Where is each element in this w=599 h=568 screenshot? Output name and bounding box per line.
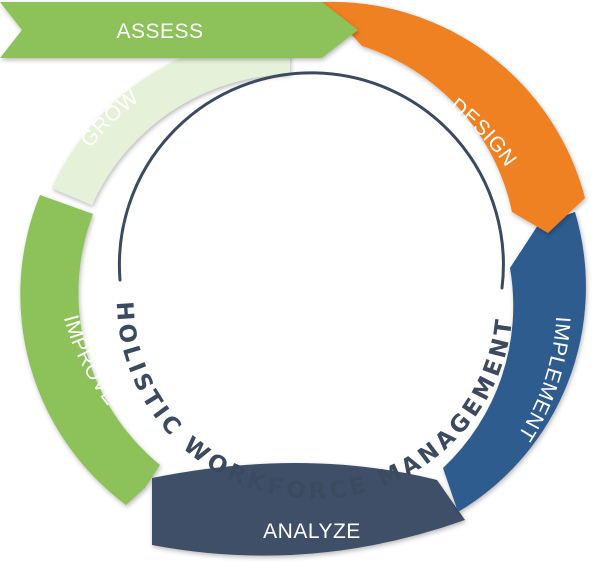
stage-implement-segment[interactable]	[443, 212, 586, 512]
stage-analyze-segment[interactable]	[152, 462, 465, 556]
stage-assess-label: ASSESS	[116, 20, 203, 43]
inner-arc	[117, 71, 505, 290]
stage-grow-segment[interactable]	[52, 34, 290, 205]
stage-analyze-label: ANALYZE	[263, 520, 361, 543]
stage-improve-segment[interactable]	[20, 195, 160, 505]
stage-design-segment[interactable]	[322, 1, 585, 233]
stage-assess-banner[interactable]	[0, 2, 358, 58]
